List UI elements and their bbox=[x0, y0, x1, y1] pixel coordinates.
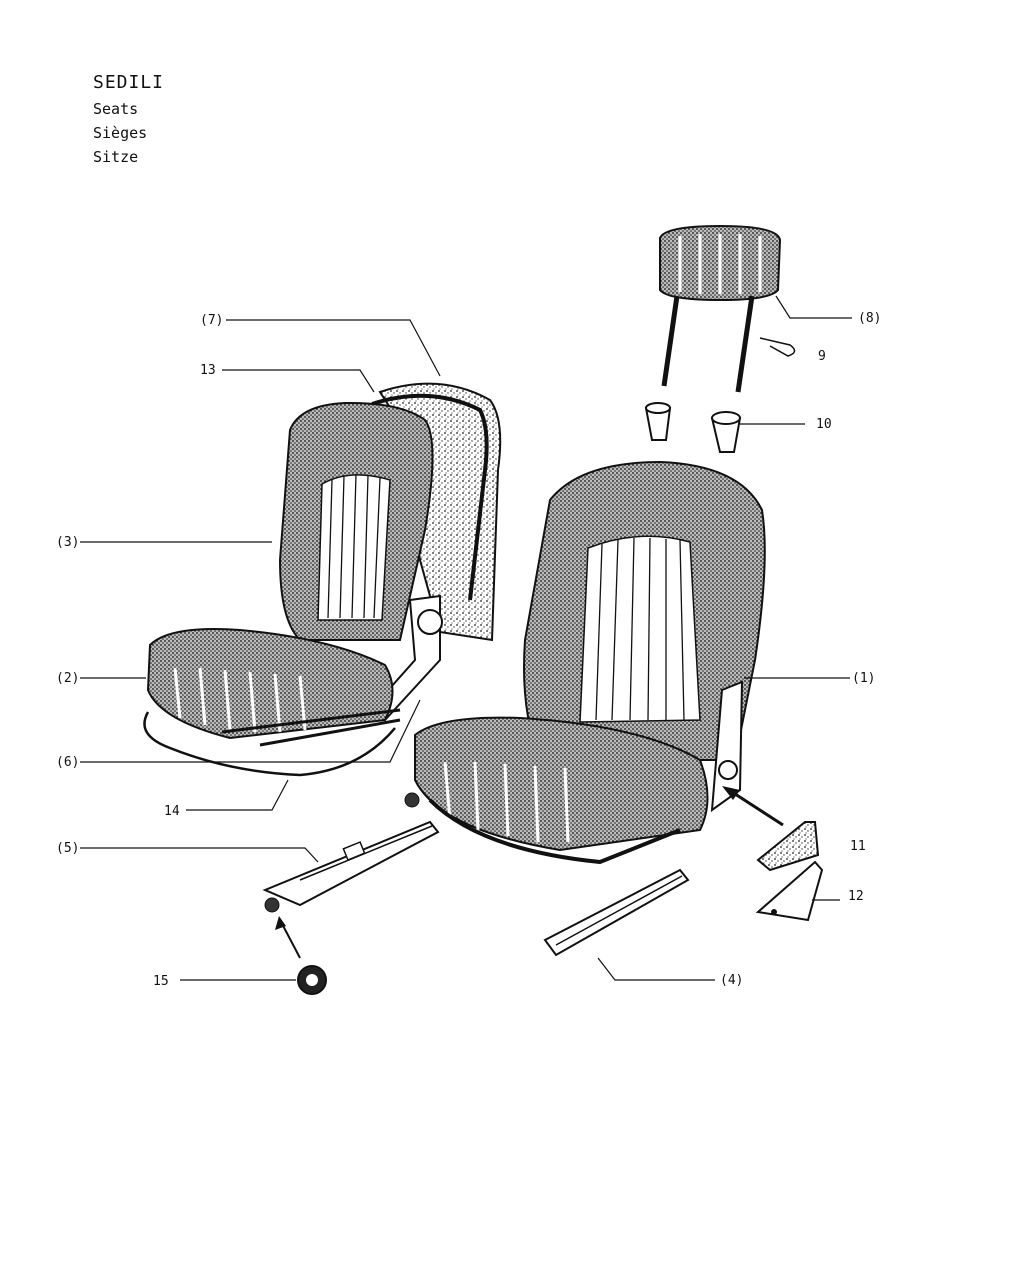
rail-knob-stem bbox=[264, 897, 280, 913]
callout-5: (5) bbox=[56, 841, 79, 856]
headrest-pleats bbox=[678, 234, 762, 294]
right-seat-base-frame bbox=[428, 798, 681, 865]
callout-13: 13 bbox=[200, 363, 216, 378]
title-block: SEDILI Seats Sièges Sitze bbox=[93, 72, 164, 169]
callout-6: (6) bbox=[56, 755, 79, 770]
callout-12: 12 bbox=[848, 889, 864, 904]
title-german: Sitze bbox=[93, 148, 139, 166]
retaining-clip bbox=[759, 337, 796, 357]
left-recline-knob bbox=[417, 609, 443, 635]
right-backrest-pleats bbox=[579, 535, 701, 723]
callout-8: (8) bbox=[858, 311, 881, 326]
title-italian: SEDILI bbox=[93, 72, 165, 93]
callout-9: 9 bbox=[818, 349, 826, 364]
callout-10: 10 bbox=[816, 417, 832, 432]
right-seat-adjust-knob bbox=[404, 792, 420, 808]
callout-4: (4) bbox=[720, 973, 743, 988]
left-seat-adjust-rail bbox=[221, 708, 401, 747]
callout-2: (2) bbox=[56, 671, 79, 686]
rail-latch bbox=[342, 841, 366, 861]
headrest-post-right bbox=[735, 295, 755, 393]
callout-1: (1) bbox=[852, 671, 875, 686]
callout-3: (3) bbox=[56, 535, 79, 550]
seat-back-frame-seal bbox=[371, 393, 489, 601]
leader-lines bbox=[80, 295, 852, 981]
callout-15: 15 bbox=[153, 974, 169, 989]
left-backrest-pleat-lines bbox=[327, 473, 381, 619]
right-seat-cushion bbox=[414, 716, 709, 852]
callout-7: (7) bbox=[200, 313, 223, 328]
left-seat-cushion bbox=[146, 628, 394, 740]
arrow-head-icon bbox=[722, 786, 740, 800]
title-french: Sièges bbox=[93, 124, 148, 142]
headrest-post-left bbox=[661, 295, 680, 387]
title-english: Seats bbox=[93, 100, 139, 118]
left-cushion-pleats bbox=[173, 667, 307, 733]
right-cushion-pleats bbox=[443, 761, 570, 843]
right-backrest-pleat-lines bbox=[595, 537, 685, 721]
seat-release-cable bbox=[143, 711, 396, 777]
left-slide-rail bbox=[262, 820, 440, 907]
bracket-plate bbox=[755, 860, 824, 922]
callout-14: 14 bbox=[164, 804, 180, 819]
mounting-bracket bbox=[756, 821, 820, 872]
callout-11: 11 bbox=[850, 839, 866, 854]
arrow-head-icon bbox=[275, 916, 286, 930]
